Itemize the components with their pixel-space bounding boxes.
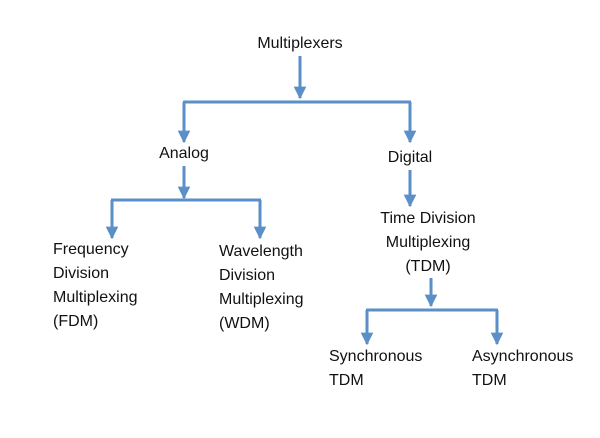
node-tdm-line-3: (TDM) — [405, 258, 451, 275]
node-tdm-line-1: Time Division — [380, 210, 476, 227]
node-fdm-line-1: Frequency — [53, 241, 129, 258]
node-wdm-line-1: Wavelength — [219, 243, 303, 260]
node-fdm-line-4: (FDM) — [53, 313, 99, 330]
node-multiplexers: Multiplexers — [250, 32, 350, 56]
node-synchronous-tdm-line-2: TDM — [329, 372, 364, 389]
node-asynchronous-tdm-line-2: TDM — [472, 372, 507, 389]
node-digital-line-1: Digital — [387, 149, 433, 166]
node-wdm-line-4: (WDM) — [219, 315, 270, 332]
node-fdm: Frequency Division Multiplexing (FDM) — [53, 238, 173, 334]
node-asynchronous-tdm: Asynchronous TDM — [472, 345, 592, 393]
node-wdm-line-3: Multiplexing — [219, 291, 304, 308]
node-digital: Digital — [375, 146, 445, 170]
node-fdm-line-2: Division — [53, 265, 110, 282]
node-wdm-line-2: Division — [219, 267, 276, 284]
node-asynchronous-tdm-line-1: Asynchronous — [472, 348, 574, 365]
node-tdm-line-2: Multiplexing — [385, 234, 471, 251]
node-fdm-line-3: Multiplexing — [53, 289, 138, 306]
node-analog: Analog — [149, 142, 219, 166]
node-analog-line-1: Analog — [159, 145, 209, 162]
node-synchronous-tdm-line-1: Synchronous — [329, 348, 423, 365]
node-wdm: Wavelength Division Multiplexing (WDM) — [219, 240, 339, 336]
node-tdm: Time Division Multiplexing (TDM) — [363, 207, 493, 279]
node-multiplexers-line-1: Multiplexers — [257, 35, 343, 52]
node-synchronous-tdm: Synchronous TDM — [329, 345, 439, 393]
